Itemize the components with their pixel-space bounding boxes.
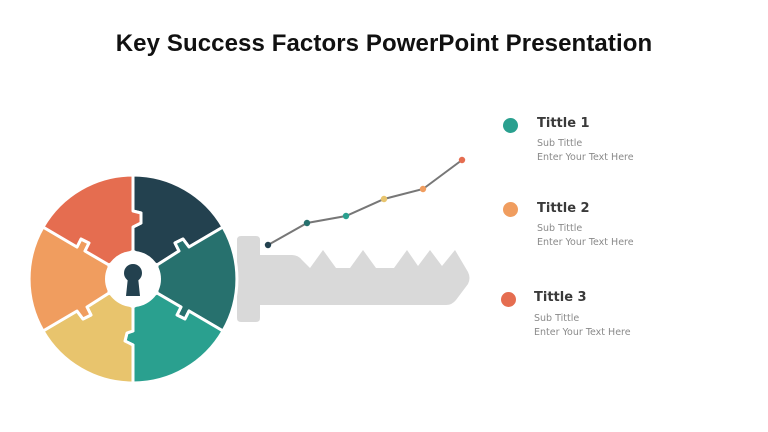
wheel-segment-dark-teal xyxy=(155,225,239,333)
wheel-segment-coral xyxy=(41,173,143,267)
growth-point-1 xyxy=(264,241,272,249)
bullet-dot-icon xyxy=(501,292,516,307)
slide-title: Key Success Factors PowerPoint Presentat… xyxy=(115,30,653,57)
item-text: Enter Your Text Here xyxy=(534,327,631,338)
bullet-dot-icon xyxy=(503,202,518,217)
item-subtitle: Sub Tittle xyxy=(537,138,583,149)
item-text: Enter Your Text Here xyxy=(537,152,634,163)
puzzle-wheel xyxy=(27,173,239,385)
growth-point-6 xyxy=(458,156,466,164)
item-title: Tittle 2 xyxy=(537,201,590,216)
growth-line-chart xyxy=(264,156,466,249)
key-shape xyxy=(237,236,470,322)
item-subtitle: Sub Tittle xyxy=(534,313,580,324)
bullet-dot-icon xyxy=(503,118,518,133)
growth-point-4 xyxy=(380,195,388,203)
item-text: Enter Your Text Here xyxy=(537,237,634,248)
item-subtitle: Sub Tittle xyxy=(537,223,583,234)
keyhole-icon xyxy=(124,264,142,296)
growth-point-3 xyxy=(342,212,350,220)
item-title: Tittle 1 xyxy=(537,116,590,131)
wheel-segment-orange xyxy=(27,225,111,333)
wheel-segment-yellow xyxy=(41,291,135,385)
growth-point-5 xyxy=(419,185,427,193)
wheel-segment-teal xyxy=(123,291,225,385)
item-title: Tittle 3 xyxy=(534,290,587,305)
growth-point-2 xyxy=(303,219,311,227)
